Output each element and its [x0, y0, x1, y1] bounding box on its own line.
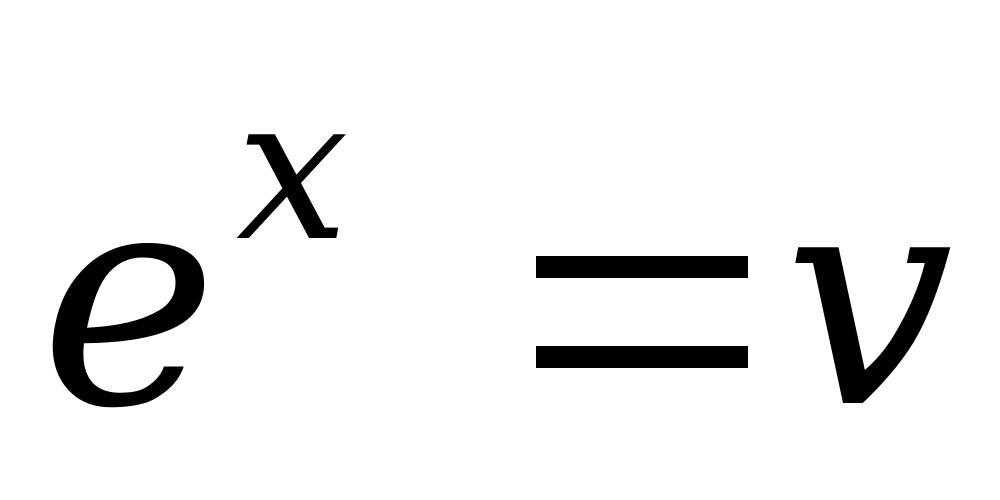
equals-sign	[536, 256, 748, 368]
equals-sign-bottom-bar	[536, 346, 748, 368]
equation-rhs: v	[784, 125, 954, 474]
equals-sign-top-bar	[536, 256, 748, 278]
equation-exponent: x	[236, 53, 349, 286]
equation-base: e	[40, 125, 218, 474]
